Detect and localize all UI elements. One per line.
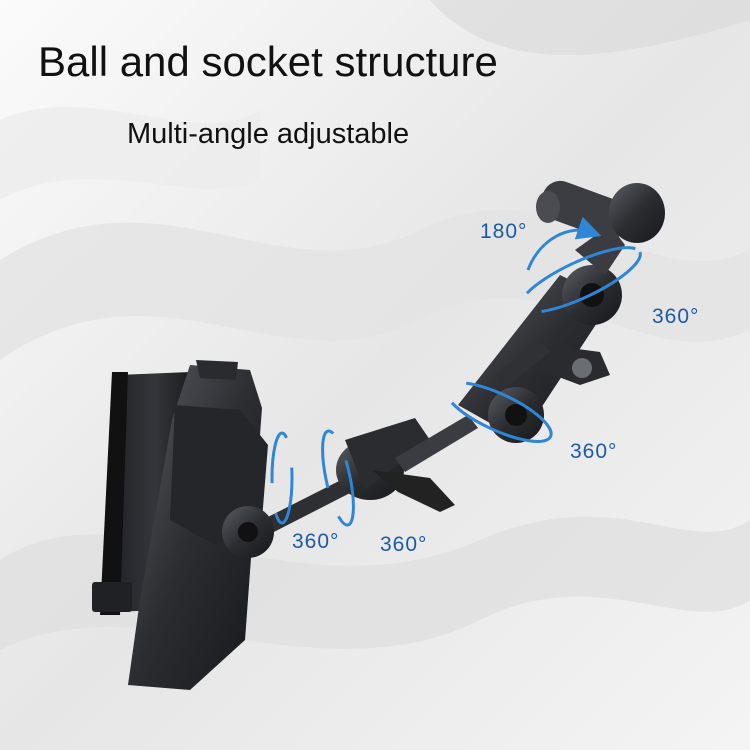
degree-label-upper-right: 360° (652, 305, 700, 328)
degree-label-middle-right: 360° (570, 440, 618, 463)
rotation-arrow-icon (270, 216, 642, 527)
clamp-ball-joint (222, 506, 274, 558)
degree-label-lower-right: 360° (380, 533, 428, 556)
top-mount-knob (536, 180, 665, 275)
headline: Ball and socket structure (38, 38, 498, 85)
subheadline: Multi-angle adjustable (127, 118, 410, 150)
upper-arm-links (458, 265, 622, 443)
phone-clamp (92, 360, 268, 690)
middle-ball-joint (336, 415, 478, 512)
degree-label-top: 180° (480, 220, 528, 243)
degree-label-lower-left: 360° (292, 530, 340, 553)
